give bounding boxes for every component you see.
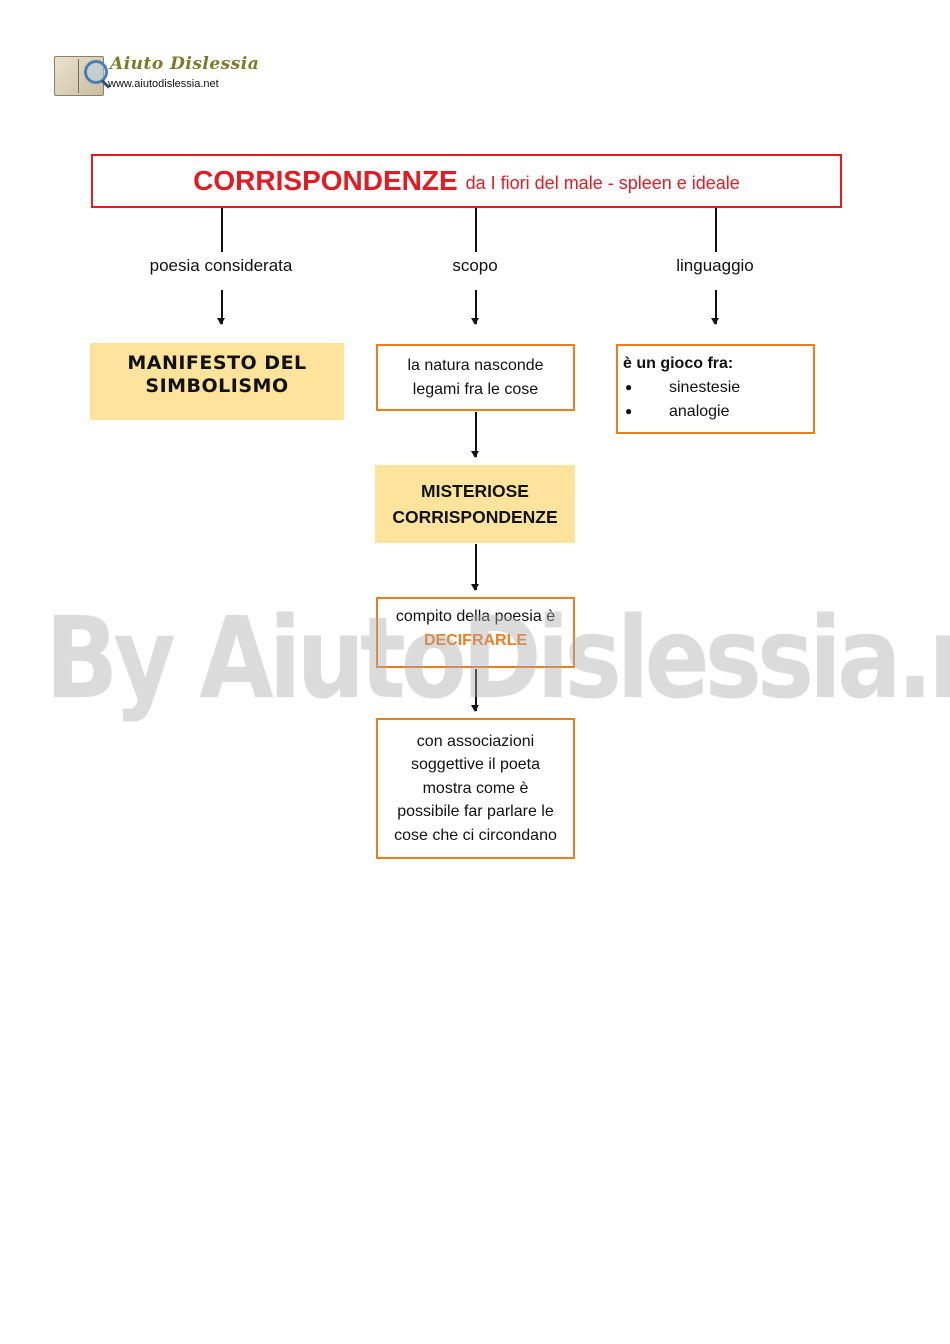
node-compito: compito della poesia è DECIFRARLE xyxy=(376,597,575,668)
arrow-compito-associazioni xyxy=(472,669,478,712)
list-item-label: sinestesie xyxy=(669,378,741,396)
node-natura: la natura nasconde legami fra le cose xyxy=(376,344,575,411)
node-associazioni: con associazioni soggettive il poeta mos… xyxy=(376,718,575,859)
connector-center-top xyxy=(475,208,477,252)
list-item: ● analogie xyxy=(623,400,730,424)
node-compito-highlight: DECIFRARLE xyxy=(423,631,528,649)
node-natura-line: legami fra le cose xyxy=(412,380,539,398)
node-manifesto-text: MANIFESTO DEL SIMBOLISMO xyxy=(127,352,306,398)
title-box: CORRISPONDENZE da I fiori del male - spl… xyxy=(91,154,842,208)
node-compito-line: compito della poesia è xyxy=(395,608,556,625)
list-item-label: analogie xyxy=(669,402,730,420)
node-manifesto-line: SIMBOLISMO xyxy=(145,374,289,397)
node-gioco-title: è un gioco fra: xyxy=(623,355,734,372)
branch-label-center: scopo xyxy=(452,256,498,275)
arrow-right xyxy=(712,290,718,325)
arrow-natura-misteriose xyxy=(472,412,478,458)
logo-url: www.aiutodislessia.net xyxy=(108,78,219,90)
connector-left-top xyxy=(221,208,223,252)
node-manifesto: MANIFESTO DEL SIMBOLISMO xyxy=(90,343,344,420)
node-associazioni-line: possibile far parlare le xyxy=(397,803,554,821)
node-misteriose-line: MISTERIOSE xyxy=(421,481,529,501)
node-misteriose-line: CORRISPONDENZE xyxy=(392,507,558,527)
connector-right-top xyxy=(715,208,717,252)
node-associazioni-line: mostra come è xyxy=(422,779,529,797)
branch-label-left: poesia considerata xyxy=(149,256,293,275)
arrow-left xyxy=(218,290,224,325)
list-item: ● sinestesie xyxy=(623,376,740,400)
diagram-subtitle: da I fiori del male - spleen e ideale xyxy=(465,172,740,193)
node-gioco: è un gioco fra: ● sinestesie ● analogie xyxy=(616,344,815,434)
bullet-icon: ● xyxy=(625,379,633,394)
node-manifesto-line: MANIFESTO DEL xyxy=(127,351,307,374)
logo-name: Aiuto Dislessia xyxy=(110,54,260,74)
bullet-icon: ● xyxy=(625,403,633,418)
diagram-title: CORRISPONDENZE xyxy=(193,165,458,196)
branch-label-right: linguaggio xyxy=(676,256,754,275)
site-logo: Aiuto Dislessia www.aiutodislessia.net xyxy=(54,54,259,98)
node-natura-line: la natura nasconde xyxy=(407,357,544,374)
node-misteriose: MISTERIOSE CORRISPONDENZE xyxy=(375,465,575,543)
magnifier-icon xyxy=(84,60,108,84)
node-associazioni-line: soggettive il poeta xyxy=(411,756,540,774)
node-associazioni-line: con associazioni xyxy=(416,732,535,750)
node-associazioni-line: cose che ci circondano xyxy=(394,826,557,844)
node-misteriose-text: MISTERIOSE CORRISPONDENZE xyxy=(392,478,557,530)
arrow-misteriose-compito xyxy=(472,544,478,591)
arrow-center xyxy=(472,290,478,325)
